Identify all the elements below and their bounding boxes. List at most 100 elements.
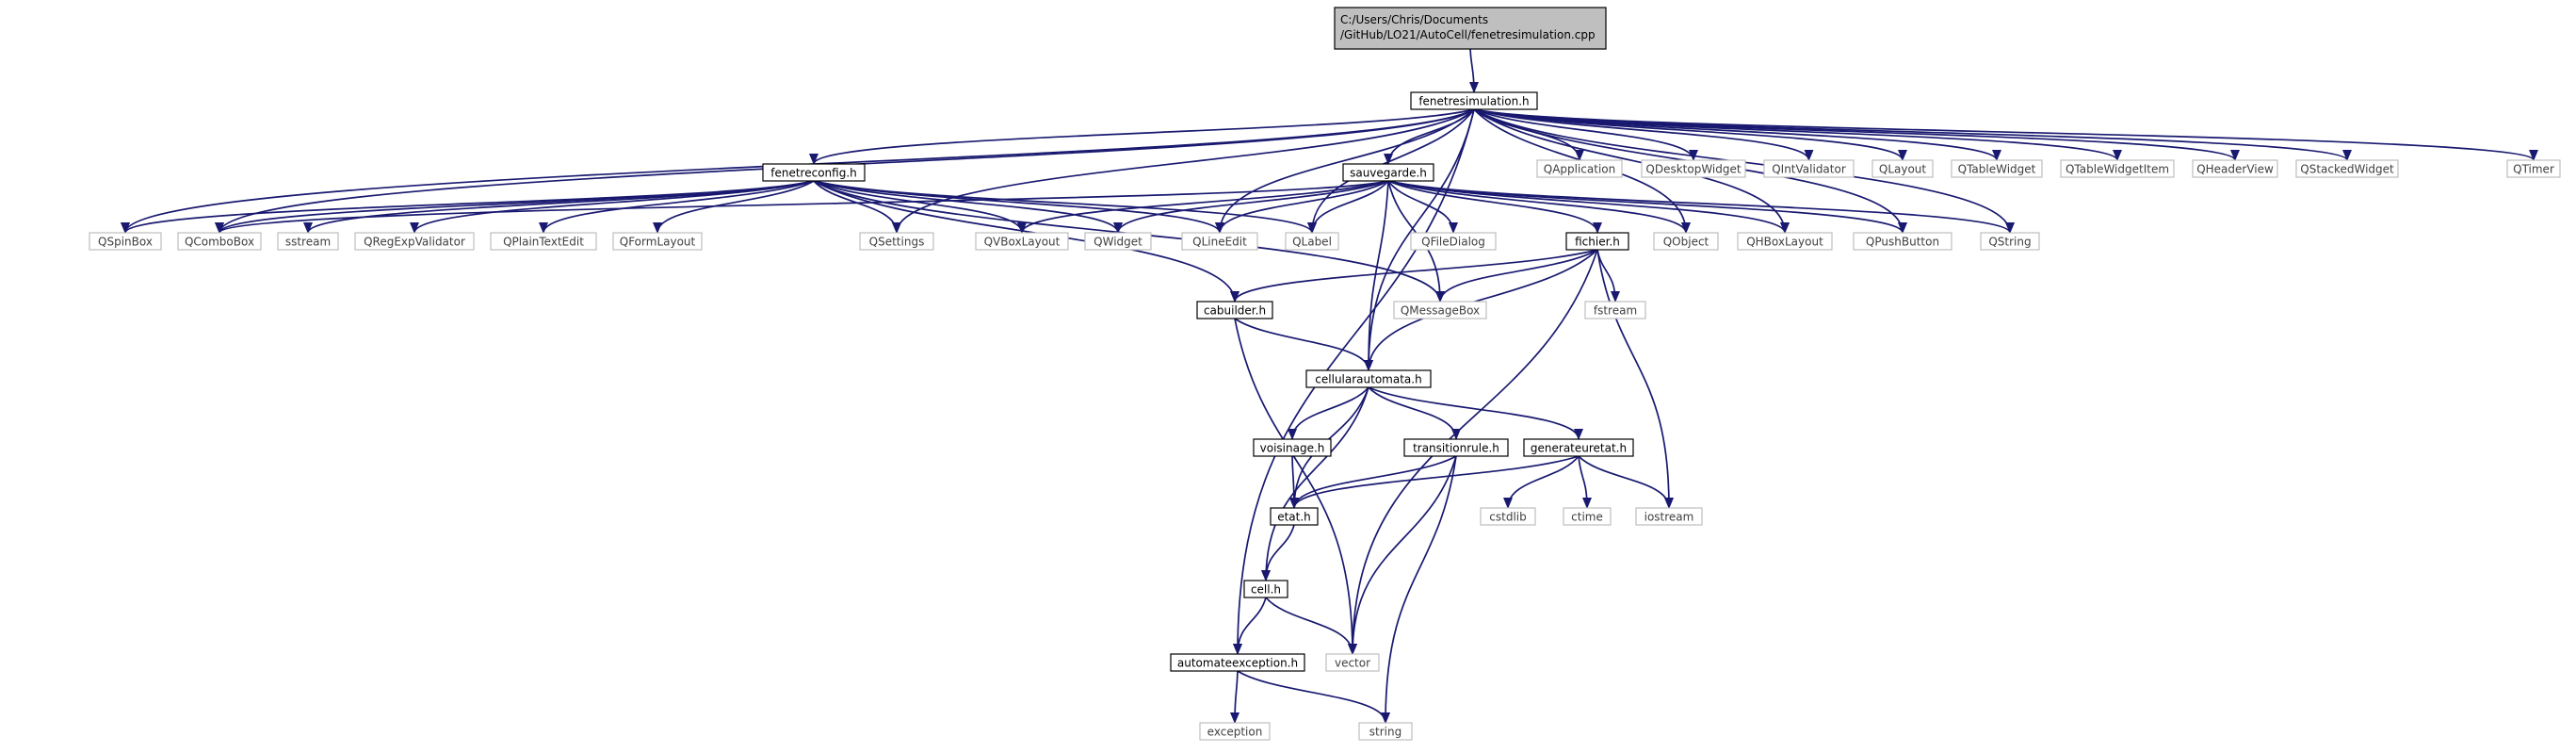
node-voisinage-h[interactable]: voisinage.h <box>1253 438 1332 457</box>
edge-sauvegarde-h-to-qfiledialog <box>1387 180 1458 234</box>
node-label: sstream <box>285 236 331 249</box>
node-sauvegarde-h[interactable]: sauvegarde.h <box>1342 163 1434 182</box>
edge-line <box>1435 249 1598 303</box>
node-box <box>1737 232 1833 251</box>
edge-fenetreconfig-h-to-qsettings <box>813 180 901 234</box>
edge-etat-h-to-cell-h <box>1261 524 1295 581</box>
edge-line <box>1230 670 1240 724</box>
node-box <box>277 232 339 251</box>
edge-sauvegarde-h-to-qlineedit <box>1215 180 1389 234</box>
node-fichier-h[interactable]: fichier.h <box>1565 232 1629 251</box>
node-box <box>975 232 1069 251</box>
node-qlayout: QLayout <box>1871 159 1934 178</box>
node-transitionrule-h[interactable]: transitionrule.h <box>1403 438 1509 457</box>
node-cell-h[interactable]: cell.h <box>1243 580 1288 598</box>
edge-cellularautomata-h-to-generateuretat-h <box>1368 386 1583 440</box>
edge-generateuretat-h-to-cstdlib <box>1503 455 1580 509</box>
node-box <box>1410 91 1538 110</box>
edge-line <box>1578 455 1592 509</box>
node-label: QSpinBox <box>98 236 153 249</box>
edge-line <box>1215 108 1475 234</box>
edge-line <box>1387 180 1602 234</box>
node-label: QVBoxLayout <box>984 236 1061 249</box>
edge-sauvegarde-h-to-qvboxlayout <box>1017 180 1389 234</box>
node-box <box>1635 507 1703 526</box>
node-box <box>2506 159 2561 178</box>
node-label: cstdlib <box>1489 511 1526 524</box>
node-label: QPushButton <box>1866 236 1939 249</box>
node-label: QRegExpValidator <box>364 236 465 249</box>
node-box <box>2295 159 2399 178</box>
node-box <box>1641 159 1746 178</box>
node-label: QTableWidgetItem <box>2066 163 2169 176</box>
node-label: voisinage.h <box>1260 442 1325 455</box>
node-box <box>1305 369 1432 388</box>
node-cabuilder-h[interactable]: cabuilder.h <box>1196 301 1273 319</box>
edge-fenetresimulation-h-to-qlineedit <box>1215 108 1475 234</box>
edge-fenetreconfig-h-to-qcombobox <box>215 180 815 234</box>
node-generateuretat-h[interactable]: generateuretat.h <box>1523 438 1634 457</box>
edge-sauvegarde-h-to-qobject <box>1387 180 1691 234</box>
node-label: C:/Users/Chris/Documents <box>1340 13 1488 26</box>
edge-line <box>1473 108 2538 161</box>
edge-line <box>809 108 1475 165</box>
node-qtimer: QTimer <box>2506 159 2561 178</box>
node-box <box>1565 232 1629 251</box>
edge-line <box>1233 597 1267 655</box>
node-label: QTimer <box>2513 163 2554 176</box>
edge-line <box>1368 386 1461 440</box>
node-cellularautomata-h[interactable]: cellularautomata.h <box>1305 369 1432 388</box>
edge-fenetreconfig-h-to-qformlayout <box>653 180 815 234</box>
edge-line <box>215 180 815 234</box>
edge-line <box>1289 455 1580 509</box>
edge-line <box>813 180 1123 234</box>
node-qtablewidget: QTableWidget <box>1951 159 2043 178</box>
node-automateexception-h[interactable]: automateexception.h <box>1170 653 1305 672</box>
node-label: iostream <box>1644 511 1694 524</box>
edge-sauvegarde-h-to-qwidget <box>1113 180 1389 234</box>
node-root[interactable]: C:/Users/Chris/Documents/GitHub/LO21/Aut… <box>1334 7 1607 50</box>
node-fenetreconfig-h[interactable]: fenetreconfig.h <box>762 163 866 182</box>
node-etat-h[interactable]: etat.h <box>1270 507 1319 526</box>
node-box <box>1325 653 1380 672</box>
edge-line <box>1596 249 1674 509</box>
edge-line <box>1307 180 1389 234</box>
edge-fenetreconfig-h-to-qlabel <box>813 180 1317 234</box>
node-box <box>1243 580 1288 598</box>
node-box <box>1253 438 1332 457</box>
edge-sauvegarde-h-to-cellularautomata-h <box>1364 180 1389 371</box>
edge-line <box>1381 455 1457 724</box>
node-label: fstream <box>1594 304 1637 318</box>
edge-fenetresimulation-h-to-automateexception-h <box>1233 108 1475 655</box>
edge-transitionrule-h-to-vector <box>1348 455 1457 655</box>
edge-line <box>539 180 815 234</box>
edge-fenetresimulation-h-to-qtimer <box>1473 108 2538 161</box>
edge-line <box>1017 180 1389 234</box>
node-box <box>177 232 262 251</box>
node-ctime: ctime <box>1563 507 1612 526</box>
node-box <box>1342 163 1434 182</box>
node-label: QHBoxLayout <box>1746 236 1823 249</box>
edge-line <box>1261 386 1369 581</box>
edge-line <box>1234 318 1357 655</box>
node-box <box>1480 507 1536 526</box>
edge-fichier-h-to-cabuilder-h <box>1230 249 1598 303</box>
node-box <box>1584 301 1646 319</box>
edge-line <box>1215 180 1389 234</box>
edge-line <box>1468 48 1479 93</box>
node-label: etat.h <box>1277 511 1311 524</box>
node-box <box>1980 232 2040 251</box>
edge-line <box>1578 455 1674 509</box>
node-box <box>1196 301 1273 319</box>
node-label: QObject <box>1663 236 1709 249</box>
node-box <box>1410 232 1497 251</box>
node-string: string <box>1358 722 1413 741</box>
edge-cellularautomata-h-to-voisinage-h <box>1288 386 1369 440</box>
node-label: QString <box>1988 236 2031 249</box>
edge-generateuretat-h-to-ctime <box>1578 455 1592 509</box>
node-fenetresimulation-h[interactable]: fenetresimulation.h <box>1410 91 1538 110</box>
node-qobject: QObject <box>1653 232 1719 251</box>
node-label: QStackedWidget <box>2300 163 2394 176</box>
edge-cabuilder-h-to-cellularautomata-h <box>1234 318 1373 371</box>
